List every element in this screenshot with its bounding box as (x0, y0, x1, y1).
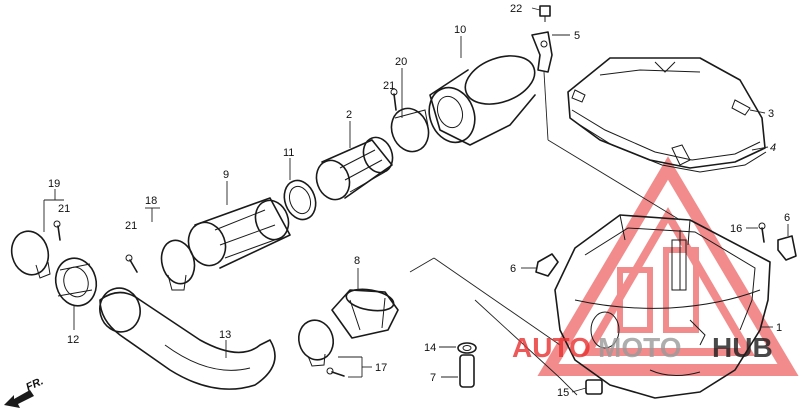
bracket (531, 31, 553, 73)
screw-bottom-mid (326, 367, 345, 377)
watermark-part-auto: AUTO (512, 332, 591, 363)
front-direction-arrow: FR. (4, 375, 45, 408)
tube-joint (315, 136, 394, 201)
intake-duct (99, 287, 276, 390)
direction-label: FR. (24, 375, 45, 393)
air-funnel (331, 288, 399, 339)
callout-7: 7 (430, 372, 436, 384)
clamp-band-18 (160, 239, 196, 291)
callout-1: 1 (776, 322, 782, 334)
screw-left-mid (125, 254, 138, 273)
callout-18: 18 (145, 195, 157, 207)
clamp-band-19 (10, 230, 51, 279)
callout-11: 11 (283, 147, 294, 159)
callout-19: 19 (48, 178, 60, 190)
air-cleaner-cover (567, 57, 767, 173)
air-filter-element (428, 55, 536, 146)
band-11 (283, 179, 317, 221)
drain-tube-15 (585, 379, 603, 395)
callout-21-left: 21 (58, 203, 70, 215)
callout-8: 8 (354, 255, 360, 267)
callout-14: 14 (424, 342, 436, 354)
callout-13: 13 (219, 329, 231, 341)
callout-4: 4 (770, 142, 776, 154)
callout-21-mid: 21 (125, 220, 137, 232)
watermark-logo (537, 156, 799, 376)
connecting-tube (187, 197, 291, 269)
callout-2: 2 (346, 109, 352, 121)
callout-10: 10 (454, 24, 466, 36)
grommet-14 (457, 342, 477, 354)
callout-6-right: 6 (784, 212, 790, 224)
bolt-16 (758, 222, 766, 243)
screw-left-top (53, 220, 61, 241)
clamp-band-17 (297, 319, 335, 367)
callout-9: 9 (223, 169, 229, 181)
rubber-connector (54, 257, 98, 307)
callout-15: 15 (557, 387, 569, 399)
watermark-part-moto: MOTO (598, 332, 681, 363)
bolt-22 (539, 5, 551, 22)
callout-5: 5 (574, 30, 580, 42)
callout-17: 17 (375, 362, 387, 374)
callout-16: 16 (730, 223, 742, 235)
collar-7 (459, 354, 475, 388)
air-cleaner-case (554, 214, 771, 399)
callout-22: 22 (510, 3, 522, 15)
watermark-text: AUTO MOTO HUB (512, 332, 773, 363)
callout-6-left: 6 (510, 263, 516, 275)
leader-lines (43, 7, 789, 396)
callout-12: 12 (67, 334, 79, 346)
callout-20: 20 (395, 56, 407, 68)
callout-3: 3 (768, 108, 774, 120)
filter-clamp (390, 107, 430, 153)
clip-6-left (535, 253, 559, 277)
watermark-part-hub: HUB (712, 332, 773, 363)
clip-6-right (777, 235, 797, 261)
callout-labels: 1 2 3 4 5 6 6 7 8 9 10 11 12 13 14 15 16… (48, 3, 790, 399)
callout-21-top: 21 (383, 80, 395, 92)
screw-upper (390, 88, 398, 111)
